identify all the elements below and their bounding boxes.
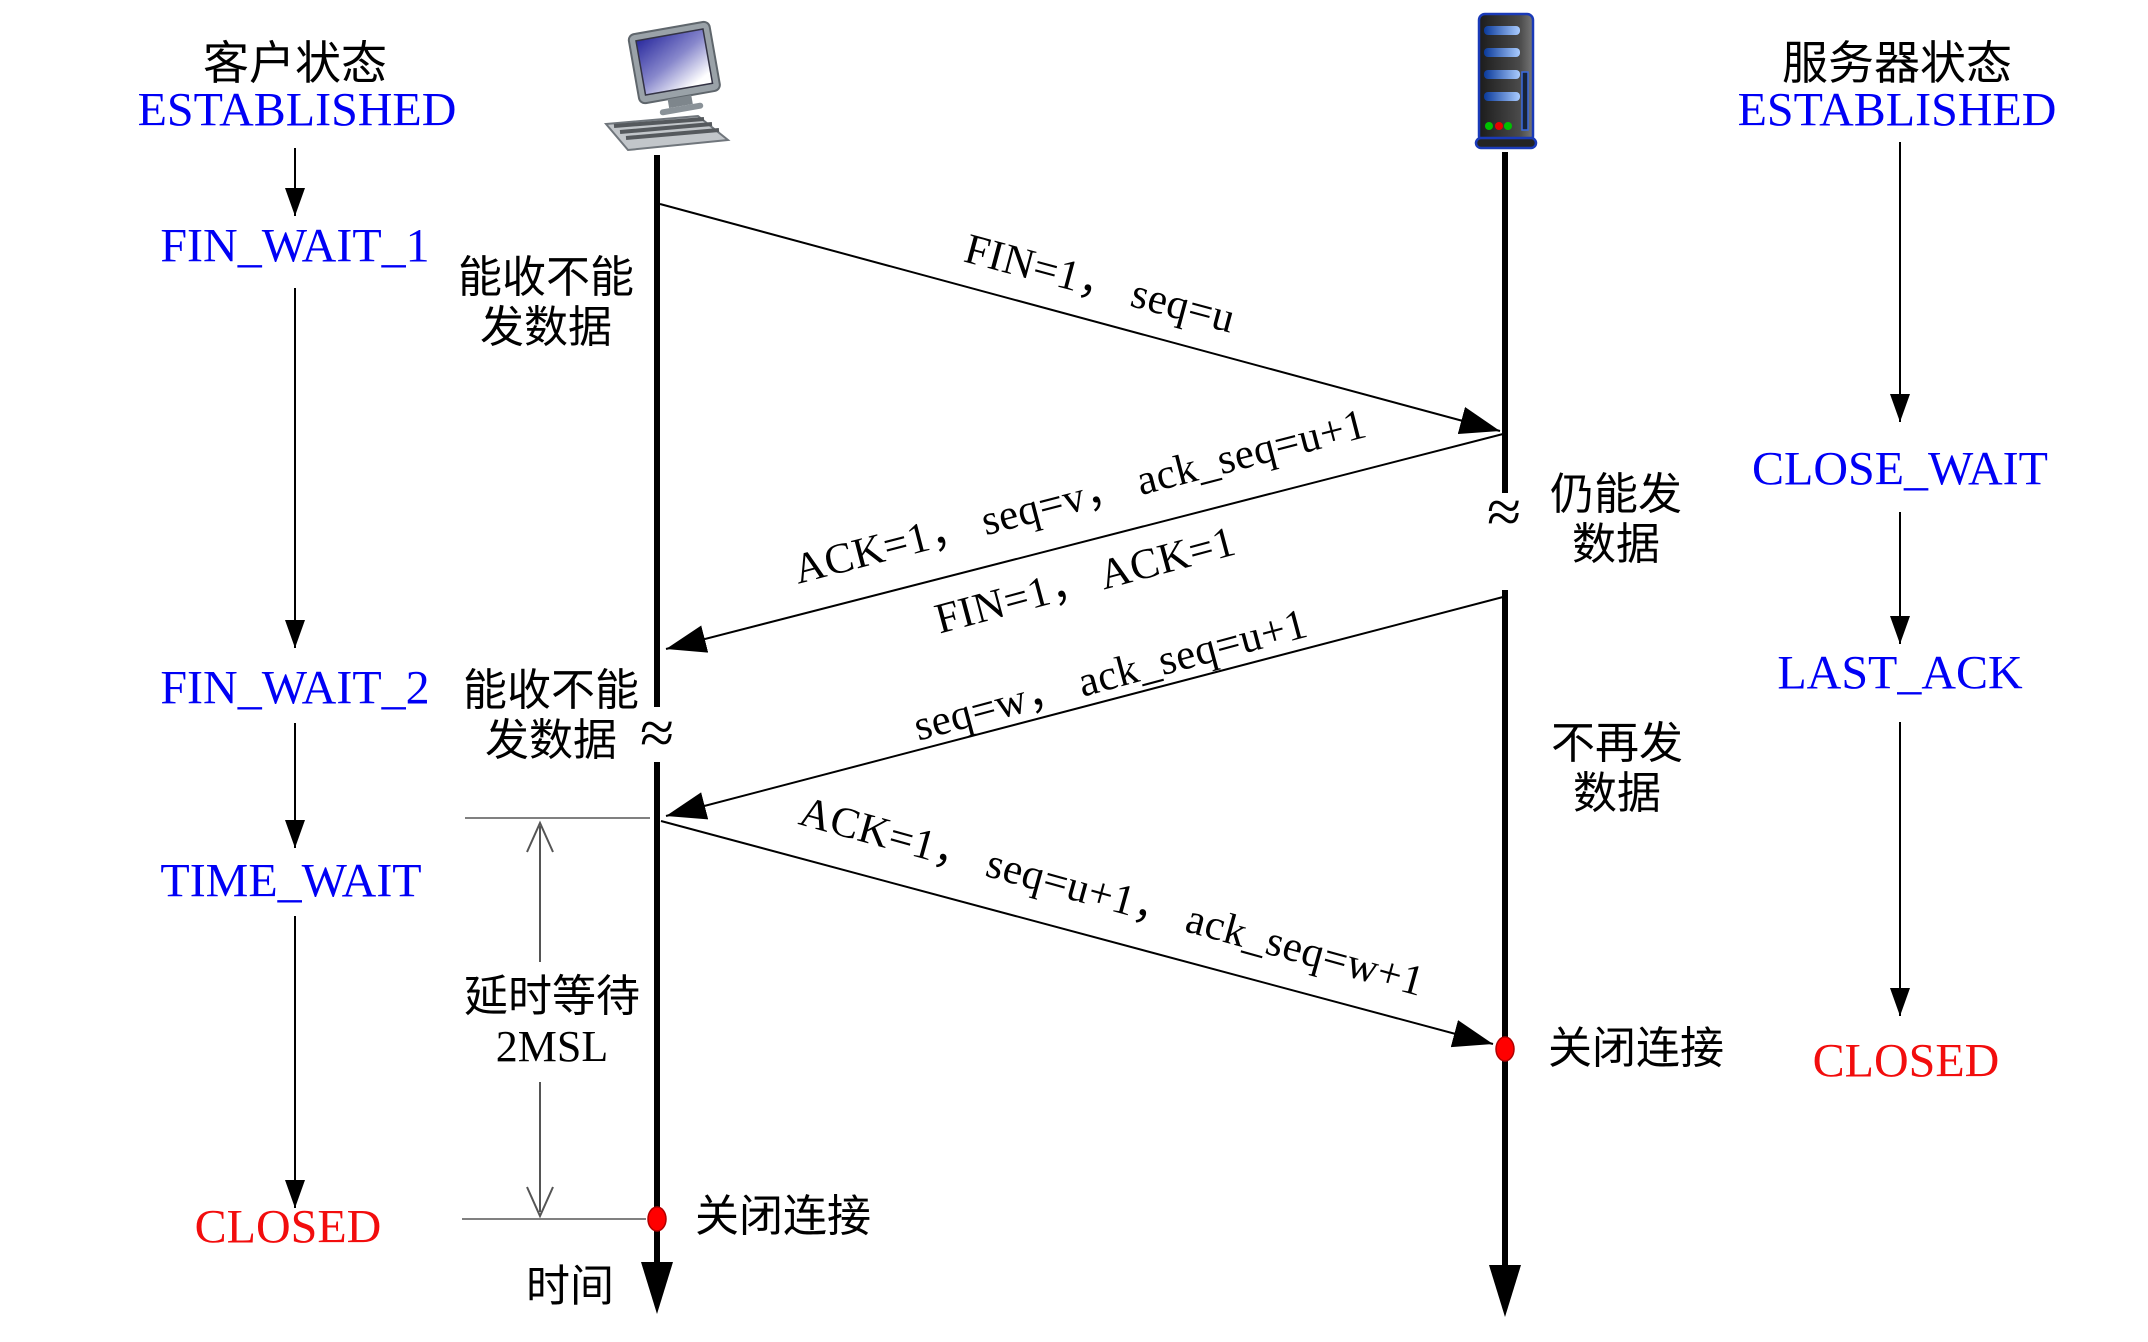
server-note-no-more-send: 不再发 数据 (1551, 718, 1683, 818)
server-state-last-ack: LAST_ACK (1777, 646, 2023, 700)
server-close-connection-label: 关闭连接 (1548, 1023, 1724, 1073)
client-note-recv-only-2: 能收不能 发数据 (463, 665, 639, 765)
server-line-break-symbol: ≈ (1486, 478, 1522, 547)
server-state-close-wait: CLOSE_WAIT (1752, 442, 2048, 496)
server-icon (1474, 12, 1538, 150)
time-wait-guide-lines (462, 817, 650, 1220)
client-state-established: ESTABLISHED (137, 83, 457, 137)
server-column-title: 服务器状态 (1782, 37, 2012, 89)
client-state-fin-wait-1: FIN_WAIT_1 (160, 219, 430, 273)
message-arrow-fin-ack (665, 596, 1504, 820)
client-state-fin-wait-2: FIN_WAIT_2 (160, 661, 430, 715)
server-note-still-send: 仍能发 数据 (1550, 469, 1682, 569)
time-axis-label: 时间 (526, 1261, 614, 1311)
server-close-dot (1495, 1036, 1515, 1062)
message-arrow-ack-of-fin (665, 433, 1504, 653)
2msl-measure-arrow (526, 820, 554, 1219)
client-line-break-symbol: ≈ (639, 699, 675, 768)
client-state-time-wait: TIME_WAIT (160, 854, 422, 908)
message-arrow-last-ack (660, 820, 1494, 1048)
client-close-dot (647, 1206, 667, 1232)
server-state-established: ESTABLISHED (1737, 83, 2057, 137)
client-note-recv-only-1: 能收不能 发数据 (458, 252, 634, 352)
client-column-title: 客户状态 (203, 37, 387, 89)
server-state-closed: CLOSED (1812, 1034, 2000, 1088)
client-state-closed: CLOSED (194, 1200, 382, 1254)
client-close-connection-label: 关闭连接 (695, 1191, 871, 1241)
client-lifeline-arrowhead (641, 1262, 673, 1314)
client-note-wait-2msl: 延时等待 2MSL (464, 971, 640, 1071)
server-lifeline-arrowhead (1489, 1265, 1521, 1317)
message-arrow-fin (659, 203, 1501, 435)
client-computer-icon (603, 20, 731, 152)
